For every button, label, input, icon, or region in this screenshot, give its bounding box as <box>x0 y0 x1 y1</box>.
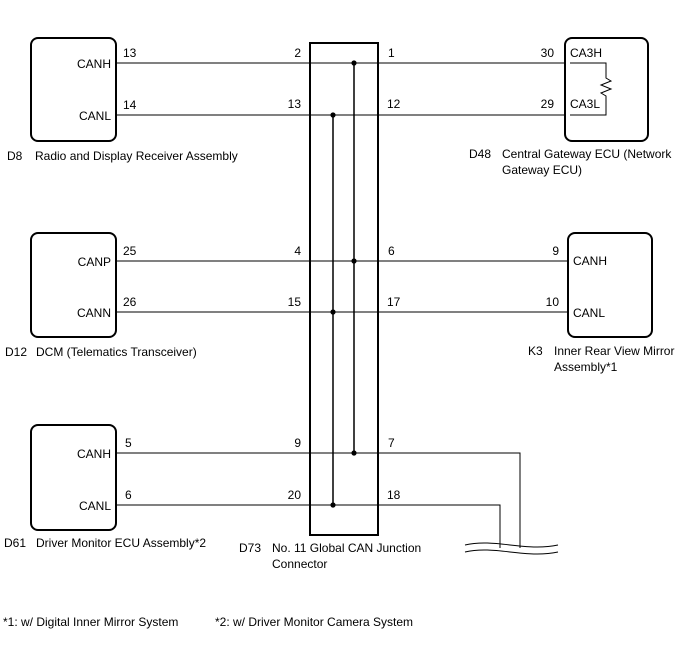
junction-right-pin: 7 <box>388 436 395 450</box>
footnote-2: *2: w/ Driver Monitor Camera System <box>215 615 413 629</box>
ecu-d12-name: DCM (Telematics Transceiver) <box>36 345 197 359</box>
ecu-d12: CANP CANN 25 26 D12 DCM (Telematics Tran… <box>5 232 197 359</box>
ecu-d61-pin-h-label: CANH <box>77 447 111 461</box>
ecu-d8: CANH CANL 13 14 D8 Radio and Display Rec… <box>7 37 238 163</box>
splice-dot <box>330 502 336 508</box>
junction-name-line1: No. 11 Global CAN Junction <box>272 541 421 555</box>
harness-break-symbol <box>464 542 559 555</box>
junction-right-pin: 1 <box>388 46 395 60</box>
footnote-1: *1: w/ Digital Inner Mirror System <box>3 615 178 629</box>
junction-code: D73 <box>239 541 261 555</box>
junction-right-pin: 18 <box>387 488 401 502</box>
ecu-d8-pin-l-number: 14 <box>123 98 137 112</box>
ecu-d48-name-line2: Gateway ECU) <box>502 163 582 177</box>
ecu-d48-pin-h-label: CA3H <box>570 46 602 60</box>
junction-label: D73 No. 11 Global CAN Junction Connector <box>239 541 421 571</box>
wires-left <box>116 62 354 506</box>
ecu-d12-pin-h-label: CANP <box>78 255 111 269</box>
ecu-k3-pin-h-label: CANH <box>573 254 607 268</box>
junction-left-pin: 4 <box>294 244 301 258</box>
splice-dot <box>330 309 336 315</box>
footnotes: *1: w/ Digital Inner Mirror System *2: w… <box>3 615 413 629</box>
junction-right-pin: 17 <box>387 295 401 309</box>
ecu-d48-pin-l-number: 29 <box>541 97 555 111</box>
splice-dot <box>351 258 357 264</box>
ecu-k3-code: K3 <box>528 344 543 358</box>
ecu-k3-pin-h-number: 9 <box>552 244 559 258</box>
ecu-d8-code: D8 <box>7 149 23 163</box>
ecu-d12-pin-h-number: 25 <box>123 244 137 258</box>
junction-left-pin: 15 <box>288 295 302 309</box>
splice-points <box>330 60 357 508</box>
ecu-d61-name: Driver Monitor ECU Assembly*2 <box>36 536 206 550</box>
ecu-d61-box <box>30 424 117 531</box>
junction-connector-d73 <box>309 42 379 536</box>
termination-resistor-icon <box>570 62 613 116</box>
ecu-d48-name-line1: Central Gateway ECU (Network <box>502 147 672 161</box>
ecu-d12-box <box>30 232 117 338</box>
ecu-k3-pin-l-number: 10 <box>546 295 560 309</box>
harness-wave-upper <box>464 542 559 548</box>
ecu-d61: CANH CANL 5 6 D61 Driver Monitor ECU Ass… <box>4 424 206 550</box>
ecu-d61-pin-h-number: 5 <box>125 436 132 450</box>
wires-right <box>333 62 568 548</box>
junction-left-pin: 13 <box>288 97 302 111</box>
junction-pin-numbers: 2 13 4 15 9 20 1 12 6 17 7 18 <box>288 46 401 502</box>
ecu-d8-pin-l-label: CANL <box>79 109 111 123</box>
junction-right-pin: 12 <box>387 97 401 111</box>
wire-pin18-open <box>333 504 501 548</box>
junction-right-pin: 6 <box>388 244 395 258</box>
ecu-k3: CANH CANL 9 10 K3 Inner Rear View Mirror… <box>528 232 674 374</box>
ecu-k3-box <box>567 232 653 338</box>
junction-left-pin: 2 <box>294 46 301 60</box>
wire-pin7-open <box>354 452 521 548</box>
ecu-d12-pin-l-number: 26 <box>123 295 137 309</box>
splice-dot <box>351 450 357 456</box>
ecu-d12-pin-l-label: CANN <box>77 306 111 320</box>
harness-wave-lower <box>464 549 559 555</box>
ecu-d8-pin-h-label: CANH <box>77 57 111 71</box>
ecu-d61-pin-l-number: 6 <box>125 488 132 502</box>
junction-name-line2: Connector <box>272 557 327 571</box>
junction-left-pin: 20 <box>288 488 302 502</box>
ecu-d61-pin-l-label: CANL <box>79 499 111 513</box>
ecu-d8-pin-h-number: 13 <box>123 46 137 60</box>
ecu-d48-code: D48 <box>469 147 491 161</box>
ecu-d48-pin-l-label: CA3L <box>570 97 600 111</box>
ecu-d8-name: Radio and Display Receiver Assembly <box>35 149 238 163</box>
ecu-d61-code: D61 <box>4 536 26 550</box>
junction-connector-body <box>309 42 379 536</box>
splice-dot <box>330 112 336 118</box>
ecu-d48: CA3H CA3L 30 29 D48 Central Gateway ECU … <box>469 37 672 177</box>
ecu-d12-code: D12 <box>5 345 27 359</box>
ecu-k3-name-line2: Assembly*1 <box>554 360 618 374</box>
ecu-d8-box <box>30 37 117 142</box>
ecu-d48-pin-h-number: 30 <box>541 46 555 60</box>
ecu-k3-pin-l-label: CANL <box>573 306 605 320</box>
ecu-k3-name-line1: Inner Rear View Mirror <box>554 344 674 358</box>
splice-dot <box>351 60 357 66</box>
junction-left-pin: 9 <box>294 436 301 450</box>
